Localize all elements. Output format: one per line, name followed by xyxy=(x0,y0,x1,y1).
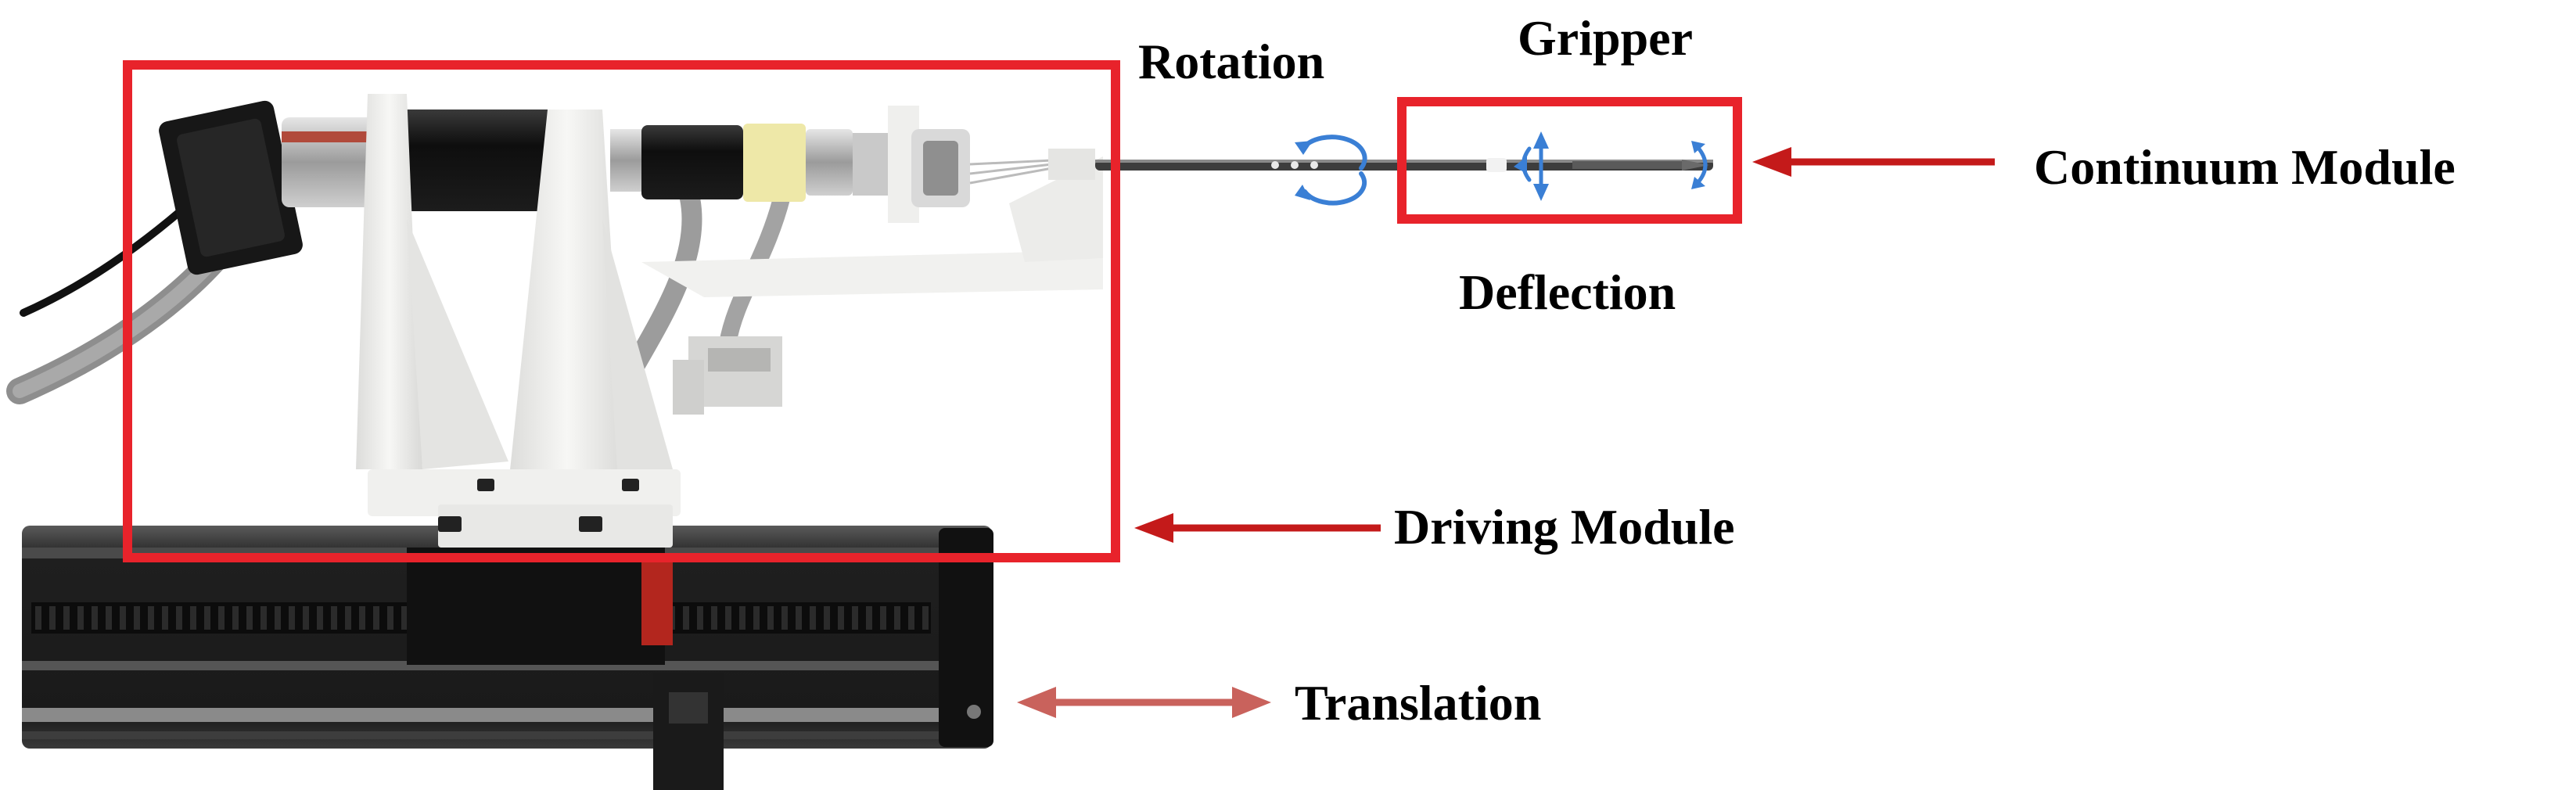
stepper-motor xyxy=(159,100,303,275)
gripper-arrow-icon xyxy=(1691,141,1708,189)
continuum-module-label: Continuum Module xyxy=(2034,139,2456,195)
gripper-label: Gripper xyxy=(1518,10,1693,66)
motor-coupling xyxy=(282,117,391,207)
connector-block xyxy=(673,336,782,415)
drive-motor-secondary xyxy=(610,124,896,202)
continuum-module-box xyxy=(1397,97,1742,224)
driving-module-box xyxy=(123,60,1120,562)
support-bracket-left xyxy=(356,94,508,469)
translation-label: Translation xyxy=(1295,675,1541,731)
deflection-label: Deflection xyxy=(1459,264,1676,320)
translation-arrow xyxy=(1017,687,1271,718)
rotation-arrow-icon xyxy=(1295,135,1367,206)
driving-module-arrow xyxy=(1134,513,1381,543)
tool-cradle xyxy=(641,106,1103,297)
rotation-label: Rotation xyxy=(1138,34,1324,89)
driving-module-label: Driving Module xyxy=(1394,499,1735,555)
rail-carriage xyxy=(407,548,724,790)
continuum-module-arrow xyxy=(1752,147,1995,177)
support-bracket-center xyxy=(508,110,673,485)
base-plate xyxy=(368,469,681,548)
deflection-arrow-icon xyxy=(1514,131,1549,201)
rail-end-bracket xyxy=(939,528,993,747)
